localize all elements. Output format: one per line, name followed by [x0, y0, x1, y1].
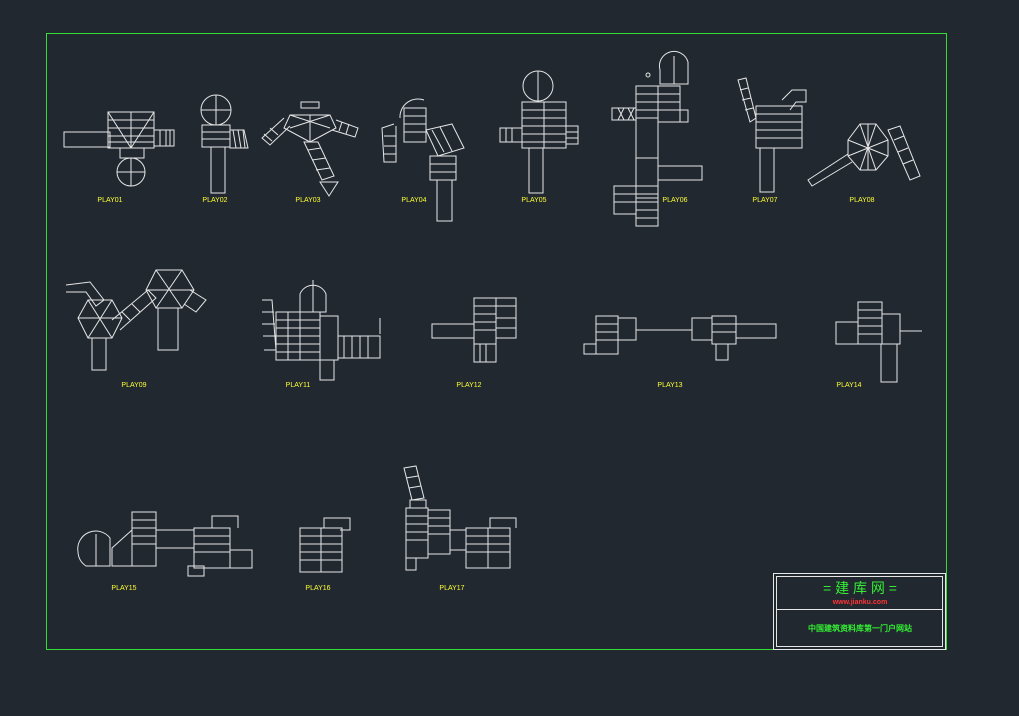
label-play04: PLAY04 [401, 197, 426, 204]
label-play12: PLAY12 [456, 382, 481, 389]
label-play09: PLAY09 [121, 382, 146, 389]
label-play07: PLAY07 [752, 197, 777, 204]
titleblock-url: www.jianku.com [832, 599, 888, 606]
titleblock-brand: = 建 库 网 = [823, 580, 897, 596]
playset-play02 [200, 94, 249, 194]
playset-play03 [261, 101, 359, 197]
label-play15: PLAY15 [111, 585, 136, 592]
playset-play04 [381, 98, 465, 222]
label-play02: PLAY02 [202, 197, 227, 204]
label-play06: PLAY06 [662, 197, 687, 204]
playset-play07 [737, 77, 807, 193]
playset-play09 [65, 269, 207, 371]
label-play17: PLAY17 [439, 585, 464, 592]
playset-play05 [499, 70, 579, 194]
label-play05: PLAY05 [521, 197, 546, 204]
titleblock-slogan: 中国建筑资料库第一门户网站 [808, 623, 912, 633]
playset-play01 [63, 111, 175, 187]
playset-play13 [583, 315, 777, 361]
label-play03: PLAY03 [295, 197, 320, 204]
label-play08: PLAY08 [849, 197, 874, 204]
playset-play06 [611, 50, 703, 227]
playset-play12 [431, 297, 517, 363]
title-block: = 建 库 网 = www.jianku.com 中国建筑资料库第一门户网站 [773, 573, 946, 650]
label-play11: PLAY11 [286, 382, 311, 389]
drawing-labels: PLAY01 PLAY02 PLAY03 PLAY04 PLAY05 PLAY0… [97, 197, 874, 592]
label-play16: PLAY16 [305, 585, 330, 592]
playset-play17 [403, 465, 517, 571]
playset-play11 [262, 280, 381, 381]
playset-play08 [807, 123, 921, 187]
label-play01: PLAY01 [97, 197, 122, 204]
playset-play15 [77, 511, 253, 577]
sheet-frame [46, 33, 947, 650]
playset-play16 [299, 517, 351, 573]
label-play14: PLAY14 [836, 382, 861, 389]
playset-play14 [835, 301, 922, 383]
label-play13: PLAY13 [657, 382, 682, 389]
